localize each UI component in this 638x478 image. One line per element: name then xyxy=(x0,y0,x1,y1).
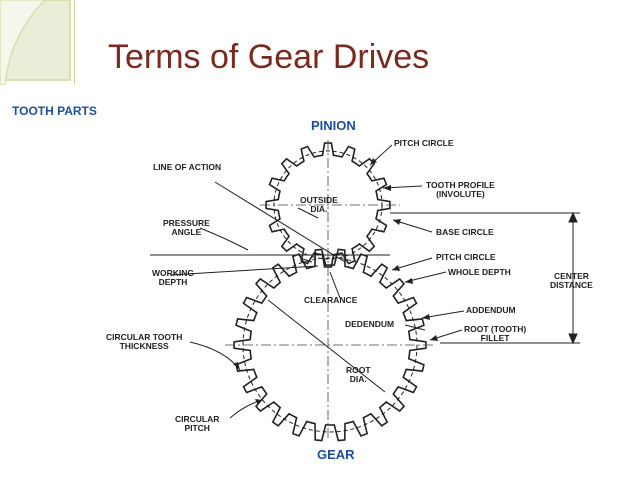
label-addendum: ADDENDUM xyxy=(466,305,516,315)
pinion-label: PINION xyxy=(311,118,356,133)
leader-lines xyxy=(150,144,465,419)
slide-title: Terms of Gear Drives xyxy=(108,38,430,76)
label-dedendum: DEDENDUM xyxy=(345,319,395,329)
label-base-circle: BASE CIRCLE xyxy=(436,227,494,237)
label-whole-depth: WHOLE DEPTH xyxy=(448,267,511,277)
center-distance-dimension xyxy=(390,211,580,345)
label-clearance: CLEARANCE xyxy=(304,295,358,305)
section-label: TOOTH PARTS xyxy=(12,104,97,118)
gear-outline xyxy=(233,248,427,442)
label-line-of-action: LINE OF ACTION xyxy=(153,162,222,172)
label-root-fillet: ROOT (TOOTH)FILLET xyxy=(464,324,527,343)
label-pitch-circle-mid: PITCH CIRCLE xyxy=(436,252,496,262)
corner-decoration xyxy=(0,0,75,85)
center-lines xyxy=(225,140,435,440)
label-pitch-circle-top: PITCH CIRCLE xyxy=(394,138,454,148)
gear-pitch-circle xyxy=(242,257,418,433)
arrowheads xyxy=(233,158,438,405)
label-tooth-profile: TOOTH PROFILE(INVOLUTE) xyxy=(426,180,495,199)
gear-label: GEAR xyxy=(317,447,355,462)
